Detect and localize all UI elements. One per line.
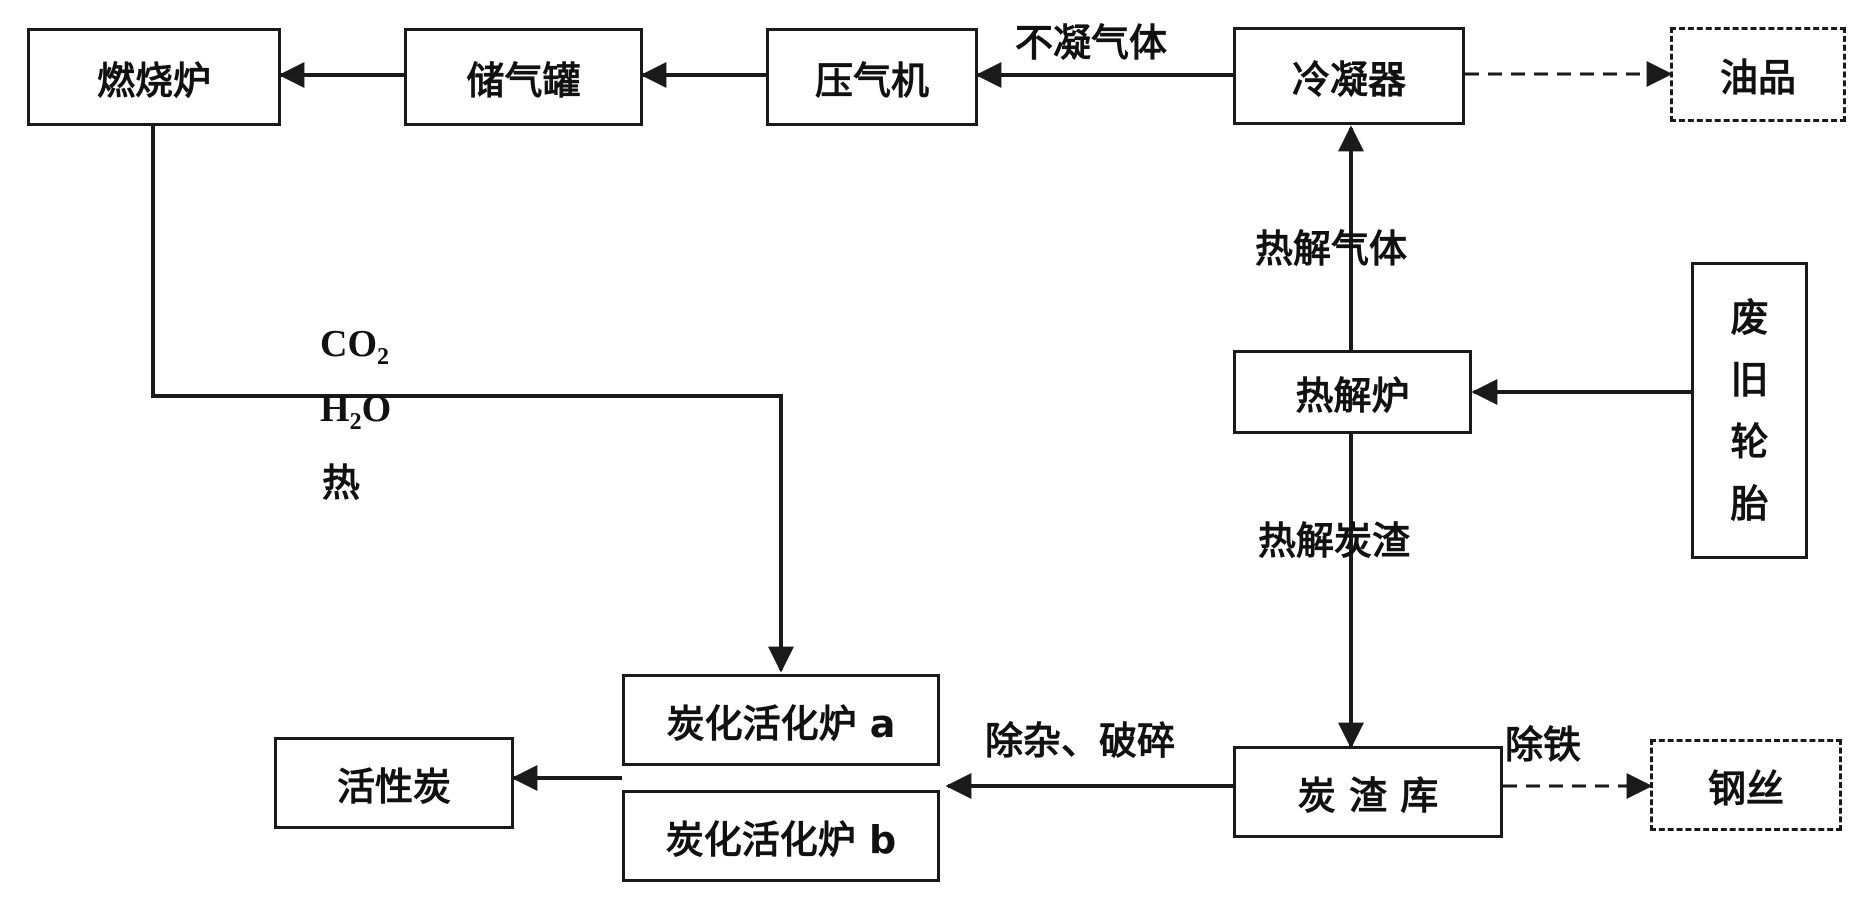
co2-subscript: 2 — [377, 344, 389, 370]
co2-text: CO — [320, 323, 377, 365]
waste-tire-char-2: 旧 — [1730, 357, 1769, 402]
carbonization-furnace-a-box: 炭化活化炉 a — [622, 674, 940, 766]
waste-tire-char-3: 轮 — [1730, 419, 1769, 464]
h2o-o-text: O — [361, 388, 392, 430]
oil-product-label: 油品 — [1719, 56, 1796, 100]
steel-wire-label: 钢丝 — [1707, 766, 1784, 811]
waste-tire-char-4: 胎 — [1730, 481, 1769, 526]
carbonization-furnace-a-label: 炭化活化炉 a — [666, 701, 896, 746]
impurity-crush-label: 除杂、破碎 — [985, 719, 1176, 763]
char-storage-label: 炭 渣 库 — [1297, 773, 1439, 818]
gas-tank-label: 储气罐 — [466, 58, 581, 103]
combustion-furnace-label: 燃烧炉 — [96, 58, 211, 103]
co2-label: CO2 — [320, 322, 389, 371]
pyrolysis-furnace-label: 热解炉 — [1295, 373, 1410, 418]
pyrolysis-furnace-box: 热解炉 — [1233, 350, 1472, 434]
carbonization-furnace-b-box: 炭化活化炉 b — [622, 790, 940, 882]
condenser-box: 冷凝器 — [1233, 27, 1465, 125]
steel-wire-box: 钢丝 — [1650, 739, 1842, 831]
char-storage-box: 炭 渣 库 — [1233, 746, 1503, 838]
h2o-label: H2O — [320, 387, 391, 436]
combustion-furnace-box: 燃烧炉 — [27, 28, 281, 126]
waste-tire-char-1: 废 — [1730, 295, 1769, 340]
gas-tank-box: 储气罐 — [404, 28, 643, 126]
compressor-box: 压气机 — [766, 28, 978, 126]
activated-carbon-label: 活性炭 — [336, 764, 451, 809]
h2o-subscript: 2 — [349, 409, 362, 435]
compressor-label: 压气机 — [814, 58, 929, 103]
carbonization-furnace-b-label: 炭化活化炉 b — [665, 817, 897, 862]
non-condensable-gas-label: 不凝气体 — [1015, 21, 1168, 65]
arrow-combustion-to-carbonization — [151, 126, 794, 673]
heat-label: 热 — [322, 461, 361, 505]
iron-removal-label: 除铁 — [1505, 723, 1582, 767]
waste-tire-box: 废 旧 轮 胎 — [1691, 262, 1808, 559]
condenser-label: 冷凝器 — [1291, 57, 1406, 102]
h2o-h-text: H — [320, 388, 350, 430]
activated-carbon-box: 活性炭 — [274, 737, 514, 829]
pyrolysis-gas-label: 热解气体 — [1255, 227, 1408, 271]
pyrolysis-char-label: 热解炭渣 — [1258, 519, 1411, 563]
oil-product-box: 油品 — [1670, 27, 1846, 122]
